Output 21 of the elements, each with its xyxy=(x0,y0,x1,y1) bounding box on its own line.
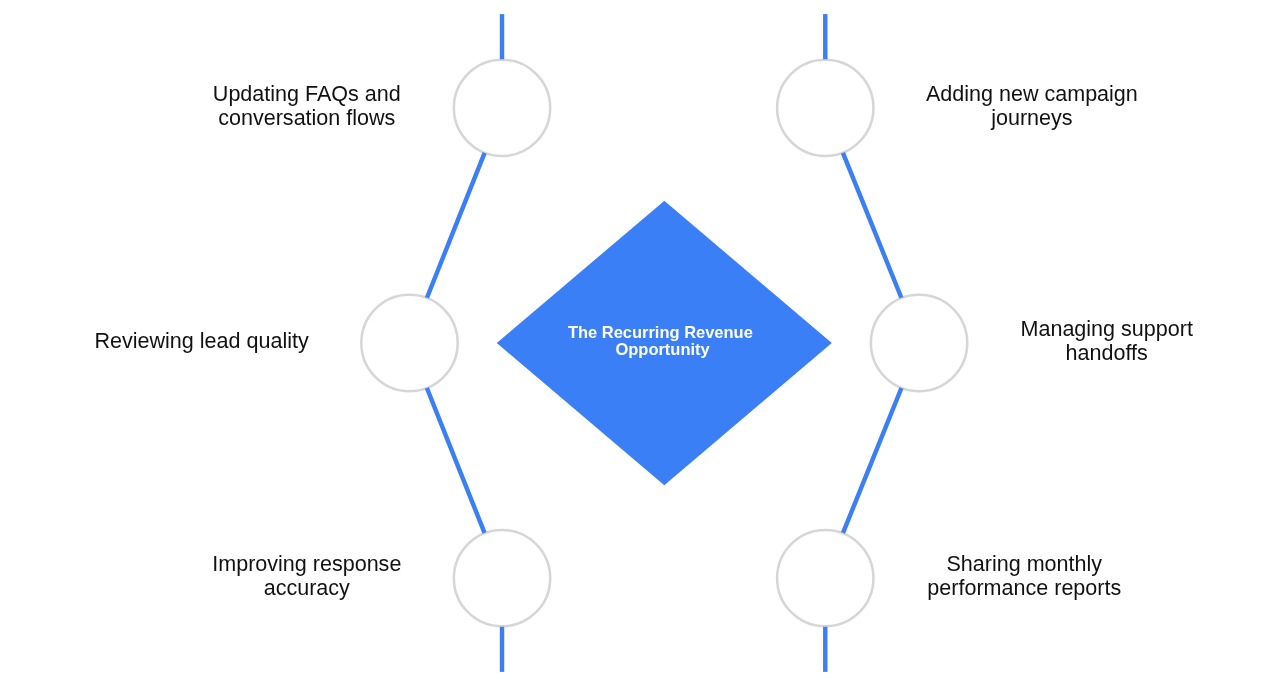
connector xyxy=(823,14,828,60)
node-label: Updating FAQs and conversation flows xyxy=(212,82,401,131)
connector xyxy=(499,14,505,60)
connector xyxy=(840,152,904,299)
node-label: Reviewing lead quality xyxy=(94,329,309,354)
node-label: Adding new campaign journeys xyxy=(925,82,1138,131)
node-circle xyxy=(360,293,459,393)
connector xyxy=(823,626,828,672)
node-label: Sharing monthly performance reports xyxy=(927,552,1122,601)
connector xyxy=(840,387,904,534)
connector xyxy=(424,387,487,534)
node-circle xyxy=(869,293,969,393)
node-circle xyxy=(775,58,875,158)
node-diamond: The Recurring Revenue Opportunity xyxy=(496,200,832,486)
connector xyxy=(499,626,505,672)
node-circle xyxy=(775,528,875,628)
node-label: Improving response accuracy xyxy=(212,552,402,601)
node-label: Managing support handoffs xyxy=(1020,317,1193,366)
node-circle xyxy=(452,528,552,628)
connector xyxy=(424,152,487,299)
node-circle xyxy=(452,58,552,158)
